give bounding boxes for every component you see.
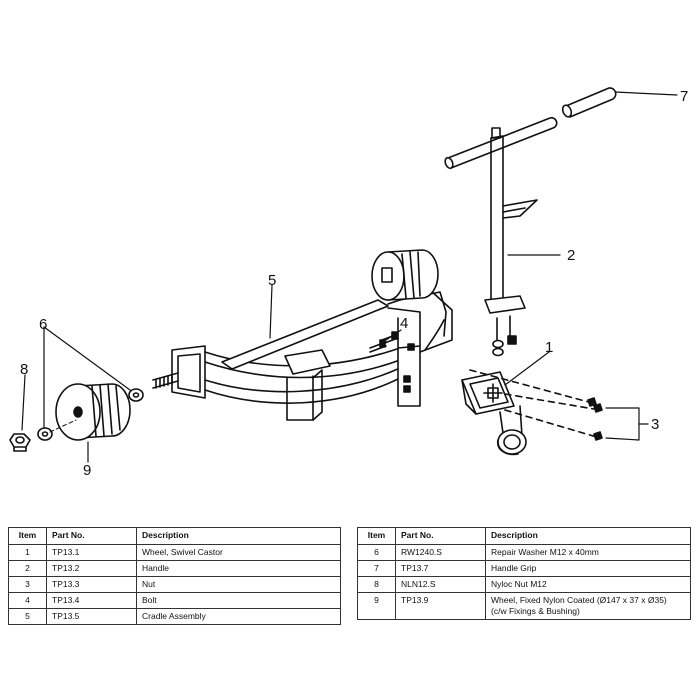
cell-part-no: TP13.9 (395, 592, 486, 620)
cell-part-no: RW1240.S (395, 544, 486, 561)
table-row: 6 RW1240.S Repair Washer M12 x 40mm (357, 544, 691, 561)
cell-description: Repair Washer M12 x 40mm (485, 544, 691, 561)
parts-table-left: Item Part No. Description 1 TP13.1 Wheel… (8, 527, 341, 625)
callout-7: 7 (680, 88, 688, 105)
callout-9: 9 (83, 462, 91, 479)
cell-item: 3 (8, 576, 47, 593)
exploded-parts-diagram: 7 2 5 4 1 3 6 8 9 (9, 87, 688, 479)
cell-part-no: TP13.7 (395, 560, 486, 577)
cell-item: 5 (8, 608, 47, 625)
cell-description: Bolt (136, 592, 341, 609)
washer-parts (37, 388, 144, 441)
description-line-1: Wheel, Fixed Nylon Coated (Ø147 x 37 x Ø… (491, 595, 667, 605)
cell-part-no: NLN12.S (395, 576, 486, 593)
callout-8: 8 (20, 361, 28, 378)
cell-description: Nut (136, 576, 341, 593)
callout-4: 4 (400, 315, 408, 332)
fixed-wheel-part (55, 383, 131, 441)
cell-item: 1 (8, 544, 47, 561)
cell-item: 7 (357, 560, 396, 577)
table-row: 2 TP13.2 Handle (8, 560, 341, 577)
castor-nut-parts (469, 369, 603, 441)
cell-item: 6 (357, 544, 396, 561)
cell-item: 4 (8, 592, 47, 609)
swivel-castor-part (461, 371, 527, 456)
cell-description: Wheel, Fixed Nylon Coated (Ø147 x 37 x Ø… (485, 592, 691, 620)
cell-item: 2 (8, 560, 47, 577)
header-part-no: Part No. (395, 527, 486, 545)
table-header-row: Item Part No. Description (357, 527, 691, 545)
header-item: Item (357, 527, 396, 545)
cell-description: Wheel, Swivel Castor (136, 544, 341, 561)
cell-item: 8 (357, 576, 396, 593)
cell-description: Nyloc Nut M12 (485, 576, 691, 593)
cell-part-no: TP13.4 (46, 592, 137, 609)
callout-5: 5 (268, 272, 276, 289)
table-header-row: Item Part No. Description (8, 527, 341, 545)
table-row: 7 TP13.7 Handle Grip (357, 560, 691, 577)
header-description: Description (136, 527, 341, 545)
table-row: 5 TP13.5 Cradle Assembly (8, 608, 341, 625)
table-row: 9 TP13.9 Wheel, Fixed Nylon Coated (Ø147… (357, 592, 691, 620)
cradle-assembly-part (152, 289, 453, 421)
table-row: 3 TP13.3 Nut (8, 576, 341, 593)
callout-6: 6 (39, 316, 47, 333)
table-row: 8 NLN12.S Nyloc Nut M12 (357, 576, 691, 593)
handle-grip-part (561, 87, 617, 118)
callout-2: 2 (567, 247, 575, 264)
cell-part-no: TP13.3 (46, 576, 137, 593)
cell-part-no: TP13.5 (46, 608, 137, 625)
header-item: Item (8, 527, 47, 545)
cell-part-no: TP13.1 (46, 544, 137, 561)
handle-part (444, 116, 558, 357)
cell-item: 9 (357, 592, 396, 620)
table-row: 1 TP13.1 Wheel, Swivel Castor (8, 544, 341, 561)
header-description: Description (485, 527, 691, 545)
cell-description: Handle (136, 560, 341, 577)
nyloc-nut-part (9, 433, 31, 452)
cell-description: Cradle Assembly (136, 608, 341, 625)
cell-part-no: TP13.2 (46, 560, 137, 577)
cell-description: Handle Grip (485, 560, 691, 577)
leader-lines (21, 91, 678, 463)
callout-3: 3 (651, 416, 659, 433)
callout-1: 1 (545, 339, 553, 356)
parts-table-right: Item Part No. Description 6 RW1240.S Rep… (357, 527, 691, 620)
table-row: 4 TP13.4 Bolt (8, 592, 341, 609)
description-line-2: (c/w Fixings & Bushing) (491, 606, 580, 616)
header-part-no: Part No. (46, 527, 137, 545)
rear-wheel-part (371, 249, 439, 301)
